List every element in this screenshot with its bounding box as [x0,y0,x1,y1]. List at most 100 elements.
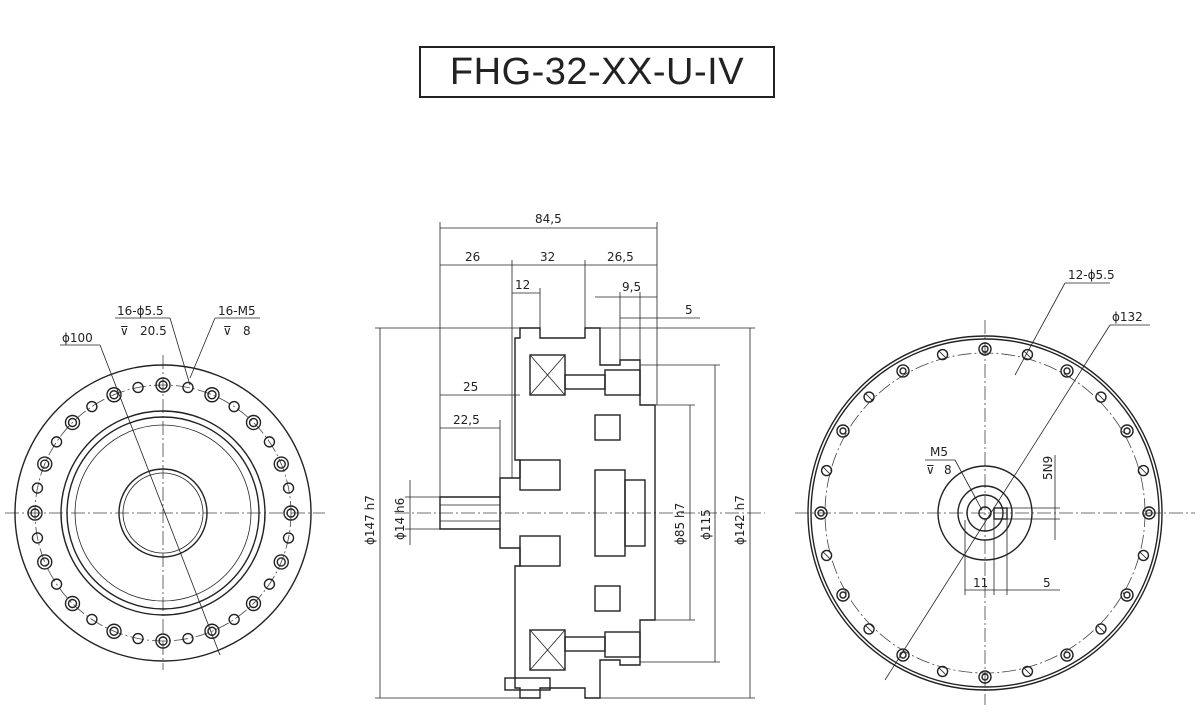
bolt-hole [204,387,220,403]
bolt-hole [27,505,43,521]
bolt-hole [1123,427,1131,435]
bolt-hole [1060,648,1074,662]
bolt-hole [839,591,847,599]
bolt-hole [273,456,289,472]
label-12-d5.5: 12-ϕ5.5 [1068,268,1115,282]
bolt-hole [40,459,50,469]
dim-22.5: 22,5 [453,413,480,427]
bolt-hole [207,390,217,400]
label-depth-8: 8 [944,463,952,477]
bolt-hole [820,464,833,477]
bolt-hole [158,380,168,390]
hole-mark [938,350,947,359]
depth-symbol: ⊽ [223,324,232,338]
label-M5: M5 [930,445,948,459]
dim-32: 32 [540,250,555,264]
bolt-hole [1120,588,1134,602]
bolt-hole [896,648,910,662]
bolt-hole [31,482,44,494]
bolt-hole [1095,391,1107,403]
bolt-hole [86,613,98,626]
bolt-hole [40,557,50,567]
bolt-hole [863,391,875,403]
dim-84.5: 84,5 [535,212,562,226]
label-d132: ϕ132 [1112,310,1143,324]
rear-view: 12-ϕ5.5 ϕ132 M5 ⊽ 8 5N9 11 5 [795,268,1195,705]
dim-11: 11 [973,576,988,590]
label-depth-8: 8 [243,324,251,338]
bolt-hole [1095,623,1107,635]
hole-mark [822,466,831,475]
dim-d85: ϕ85 h7 [673,503,687,545]
side-view: 84,5 26 32 26,5 12 9,5 5 25 22,5 ϕ147 h7… [363,212,765,699]
bolt-hole [158,636,168,646]
hole-mark [1023,350,1032,359]
bolt-hole [981,345,989,353]
bolt-hole [1120,424,1134,438]
bolt-hole [50,436,63,448]
hole-mark [1096,624,1106,634]
bolt-hole [31,532,44,544]
dim-d115: ϕ115 [699,509,713,540]
bolt-hole [273,554,289,570]
front-outer-circle [14,364,312,662]
label-16-M5: 16-M5 [218,304,256,318]
bolt-hole [1145,509,1153,517]
bolt-hole [836,588,850,602]
rear-outer-circle [807,335,1163,691]
bolt-hole [228,400,240,413]
bolt-hole [86,400,98,413]
label-depth-20.5: 20.5 [140,324,167,338]
bolt-hole [204,623,220,639]
bolt-hole [245,414,262,431]
bolt-hole [899,367,907,375]
bolt-hole [981,673,989,681]
bolt-hole [286,508,296,518]
bolt-hole [836,424,850,438]
bolt-hole [182,381,194,394]
bolt-hole [67,417,78,428]
depth-symbol: ⊽ [120,324,129,338]
bolt-hole [67,598,78,609]
bolt-hole [228,613,240,626]
bolt-hole [37,456,53,472]
bolt-hole [263,436,276,448]
hole-mark [1023,667,1032,676]
bolt-hole [282,532,295,544]
dim-5: 5 [685,303,693,317]
bolt-hole [1063,367,1071,375]
bolt-hole [50,578,63,590]
dim-25: 25 [463,380,478,394]
bolt-hole [978,670,992,684]
bolt-hole [248,598,259,609]
bolt-hole [155,633,171,649]
hole-mark [864,624,874,634]
front-view: ϕ100 16-ϕ5.5 ⊽ 20.5 16-M5 ⊽ 8 [5,304,325,670]
hole-mark [1139,466,1148,475]
bolt-hole [109,626,119,636]
bolt-hole [1060,364,1074,378]
bolt-hole [106,623,122,639]
bolt-hole [1123,591,1131,599]
bolt-hole [1063,651,1071,659]
bolt-hole [978,342,992,356]
bolt-hole [245,595,262,612]
bolt-hole [132,381,144,394]
dim-d142: ϕ142 h7 [733,495,747,545]
bolt-hole [283,505,299,521]
bolt-hole [936,665,949,678]
bolt-hole [64,595,81,612]
bolt-hole [1137,464,1150,477]
bolt-hole [817,509,825,517]
hole-mark [864,392,874,402]
bolt-hole [814,506,828,520]
hole-mark [822,551,831,560]
bolt-hole [30,508,40,518]
bolt-hole [863,623,875,635]
bolt-hole [282,482,295,494]
label-16-d5.5: 16-ϕ5.5 [117,304,164,318]
depth-symbol: ⊽ [926,463,935,477]
hole-mark [1096,392,1106,402]
bolt-hole [820,549,833,562]
bolt-hole [1142,506,1156,520]
